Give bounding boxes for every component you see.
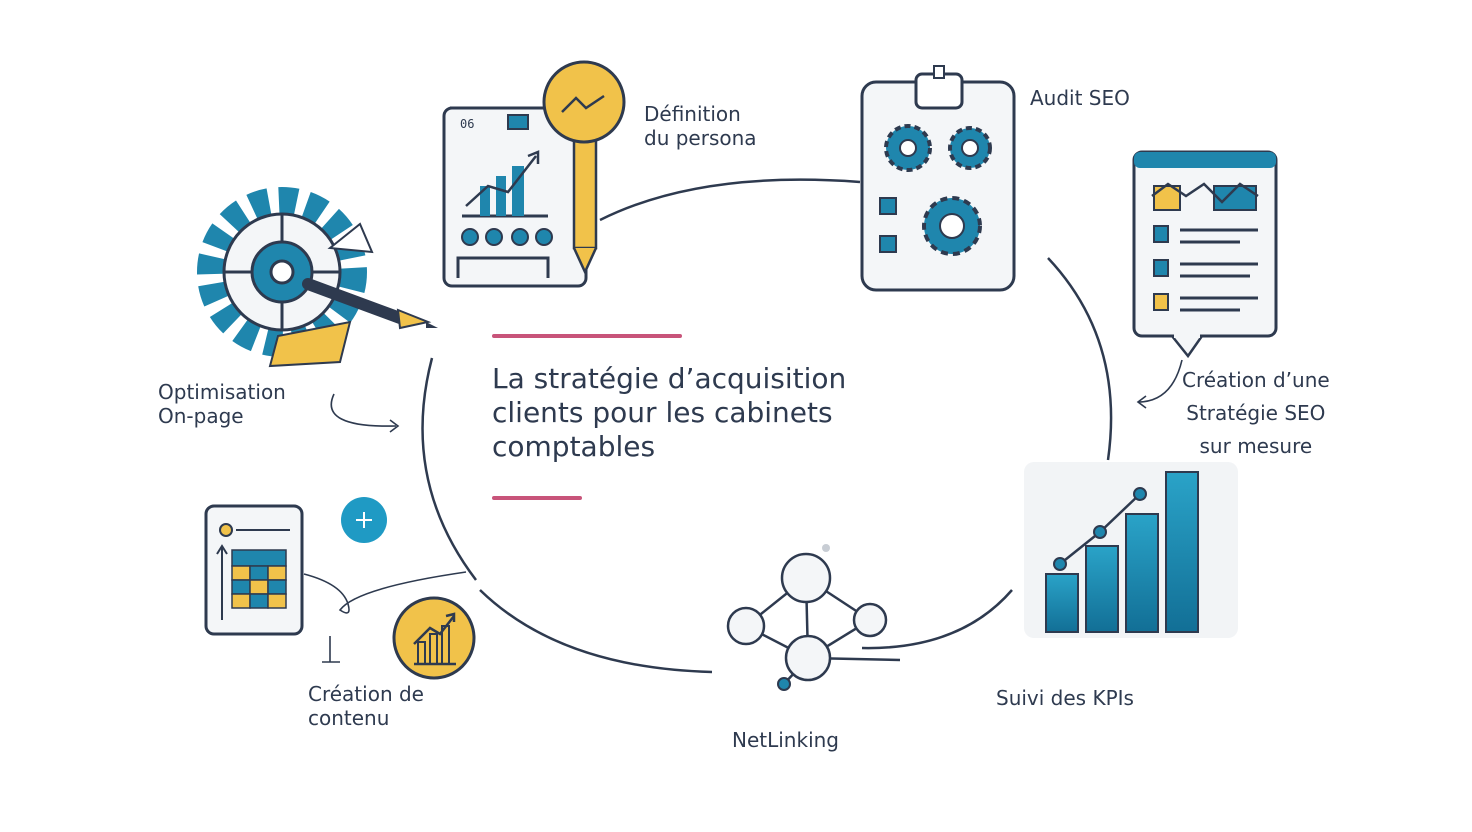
diagram-title: La stratégie d’acquisition clients pour … [492, 362, 847, 463]
plus-icon [341, 497, 387, 543]
connector-arrows [303, 359, 1183, 663]
center-title-block: La stratégie d’acquisition clients pour … [492, 334, 912, 500]
dashboard-key-icon: 06 [442, 60, 626, 288]
label-strategy-seo: Création d’une Stratégie SEO sur mesure [1182, 368, 1330, 458]
network-nodes-icon [726, 544, 901, 691]
spreadsheet-icon [204, 504, 304, 636]
label-persona: Définition du persona [644, 102, 757, 150]
label-onpage: Optimisation On-page [158, 380, 286, 428]
label-audit-seo: Audit SEO [1030, 86, 1130, 110]
label-netlinking: NetLinking [732, 728, 839, 752]
clipboard-gears-icon [860, 65, 1016, 292]
gear-pen-icon [197, 187, 438, 368]
document-checklist-icon [1132, 150, 1278, 359]
cycle-ring [421, 178, 1113, 674]
growth-chart-badge-icon [392, 596, 476, 680]
label-kpi: Suivi des KPIs [996, 686, 1134, 710]
title-top-bar [492, 334, 682, 338]
title-bottom-bar [492, 496, 582, 500]
dashboard-tag: 06 [460, 117, 474, 131]
label-content: Création de contenu [308, 682, 424, 730]
bar-chart-icon [1024, 462, 1238, 638]
